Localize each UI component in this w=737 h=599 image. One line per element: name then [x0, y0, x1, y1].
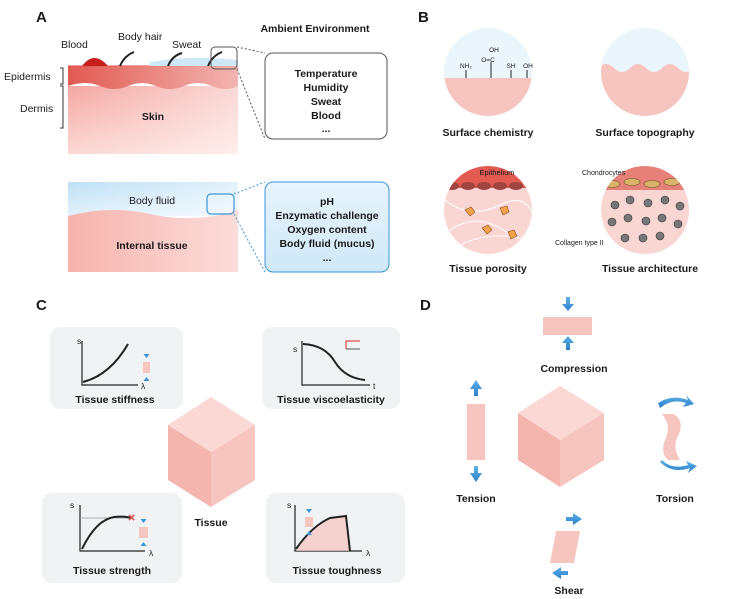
chondrocytes-label: Chondrocytes [582, 170, 626, 177]
torsion-label: Torsion [656, 493, 694, 505]
internal-item: pH [320, 196, 334, 208]
internal-item: Oxygen content [287, 224, 367, 236]
tissue-cube [168, 397, 255, 507]
ambient-item: ... [322, 123, 331, 135]
tissue-architecture-circle [601, 166, 689, 254]
viscoelasticity-plot [301, 340, 370, 386]
strength-y-label: s [70, 500, 74, 510]
body-hair-label: Body hair [118, 31, 163, 43]
compression-label: Compression [540, 363, 607, 375]
stiffness-title: Tissue stiffness [75, 394, 154, 406]
compression-illustration [543, 297, 592, 350]
internal-item: Body fluid (mucus) [279, 238, 374, 250]
toughness-plot [294, 505, 362, 552]
surface-topography-circle [601, 28, 689, 116]
panel-d-label: D [420, 297, 431, 314]
surface-topography-label: Surface topography [595, 127, 694, 139]
stiffness-panel [50, 327, 183, 409]
body-fluid-label: Body fluid [129, 195, 175, 207]
ambient-box [264, 52, 388, 140]
blood-label: Blood [61, 39, 88, 51]
ambient-item: Humidity [304, 82, 349, 94]
internal-tissue-illustration [68, 181, 266, 273]
viscoelasticity-x-label: t [373, 381, 376, 391]
epithelium-label: Epithelium [479, 168, 514, 177]
ambient-item: Temperature [295, 68, 358, 80]
surface-chemistry-label: Surface chemistry [442, 127, 533, 139]
tension-label: Tension [456, 493, 495, 505]
toughness-y-label: s [287, 500, 291, 510]
dermis-label: Dermis [20, 103, 53, 115]
tissue-cube-large [518, 386, 604, 487]
panel-b-label: B [418, 9, 429, 26]
toughness-x-label: λ [366, 548, 371, 558]
shear-label: Shear [554, 585, 583, 597]
internal-tissue-label: Internal tissue [116, 240, 187, 252]
viscoelasticity-y-label: s [293, 344, 297, 354]
internal-box [264, 181, 390, 273]
skin-label: Skin [142, 111, 164, 123]
ambient-item: Sweat [311, 96, 342, 108]
viscoelasticity-panel [262, 327, 400, 409]
tissue-porosity-label: Tissue porosity [449, 263, 527, 275]
panel-a-label: A [36, 9, 47, 26]
tissue-architecture-label: Tissue architecture [602, 263, 698, 275]
chem-group: OH [523, 63, 533, 70]
torsion-illustration [658, 395, 697, 473]
tissue-label: Tissue [194, 517, 227, 529]
chem-group: OH [489, 47, 499, 54]
tissue-porosity-circle [444, 166, 532, 254]
skin-illustration [60, 46, 266, 154]
strength-x-label: λ [149, 548, 154, 558]
shear-illustration [550, 513, 582, 579]
stiffness-x-label: λ [141, 381, 146, 391]
ambient-item: Blood [311, 110, 341, 122]
stiffness-y-label: s [77, 336, 81, 346]
strength-plot [79, 505, 148, 552]
chem-group: O=C [481, 57, 495, 64]
stiffness-plot [81, 341, 150, 386]
toughness-title: Tissue toughness [292, 565, 381, 577]
collagen-label: Collagen type II [555, 240, 604, 247]
surface-chemistry-circle [444, 28, 532, 116]
ambient-title: Ambient Environment [260, 23, 370, 35]
panel-c-label: C [36, 297, 47, 314]
chem-group: NH₂ [460, 63, 472, 70]
strength-panel [42, 493, 182, 583]
strength-title: Tissue strength [73, 565, 151, 577]
internal-item: ... [323, 252, 332, 264]
epidermis-label: Epidermis [4, 71, 51, 83]
sweat-label: Sweat [172, 39, 201, 51]
chem-group: SH [506, 63, 515, 70]
internal-item: Enzymatic challenge [275, 210, 378, 222]
viscoelasticity-title: Tissue viscoelasticity [277, 394, 385, 406]
tension-illustration [467, 380, 485, 482]
